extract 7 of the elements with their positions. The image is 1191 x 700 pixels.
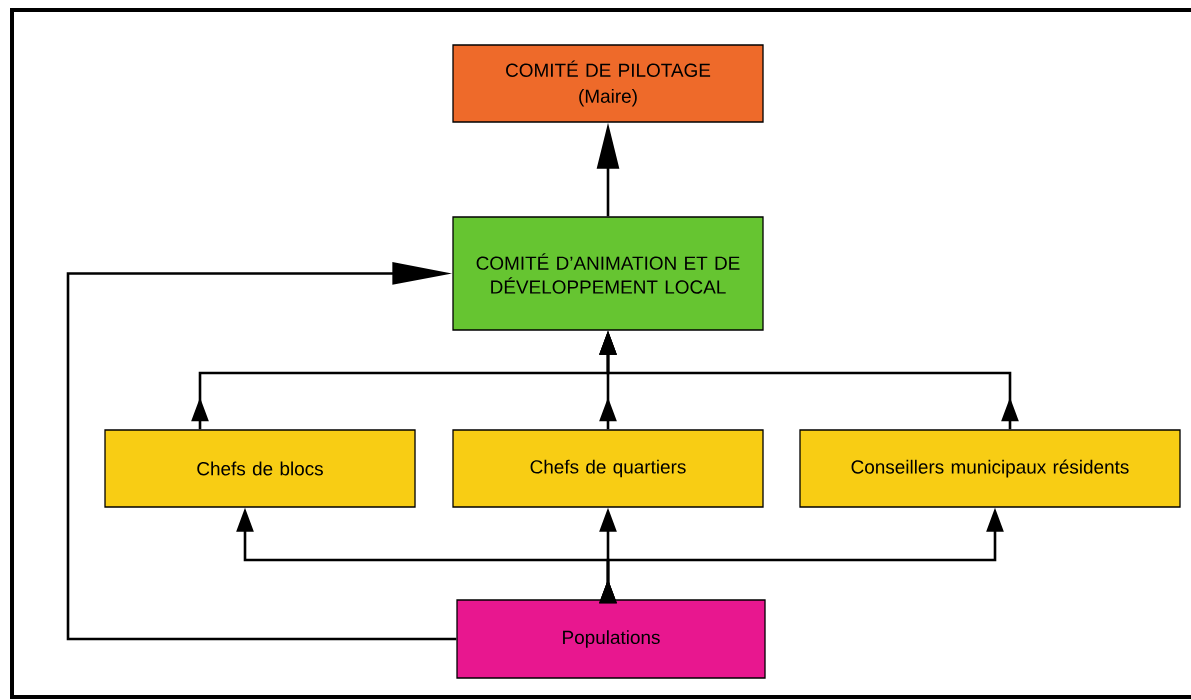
group-box: Conseillers municipaux résidents bbox=[799, 429, 1181, 508]
committee-box: COMITÉ DE PILOTAGE (Maire) bbox=[452, 44, 764, 123]
committee-box: COMITÉ D’ANIMATION ET DE DÉVELOPPEMENT LOCAL bbox=[452, 216, 764, 331]
group-box: Chefs de quartiers bbox=[452, 429, 764, 508]
arrow bbox=[66, 262, 457, 641]
population-box: Populations bbox=[456, 599, 766, 679]
group-box: Chefs de blocs bbox=[104, 429, 416, 508]
